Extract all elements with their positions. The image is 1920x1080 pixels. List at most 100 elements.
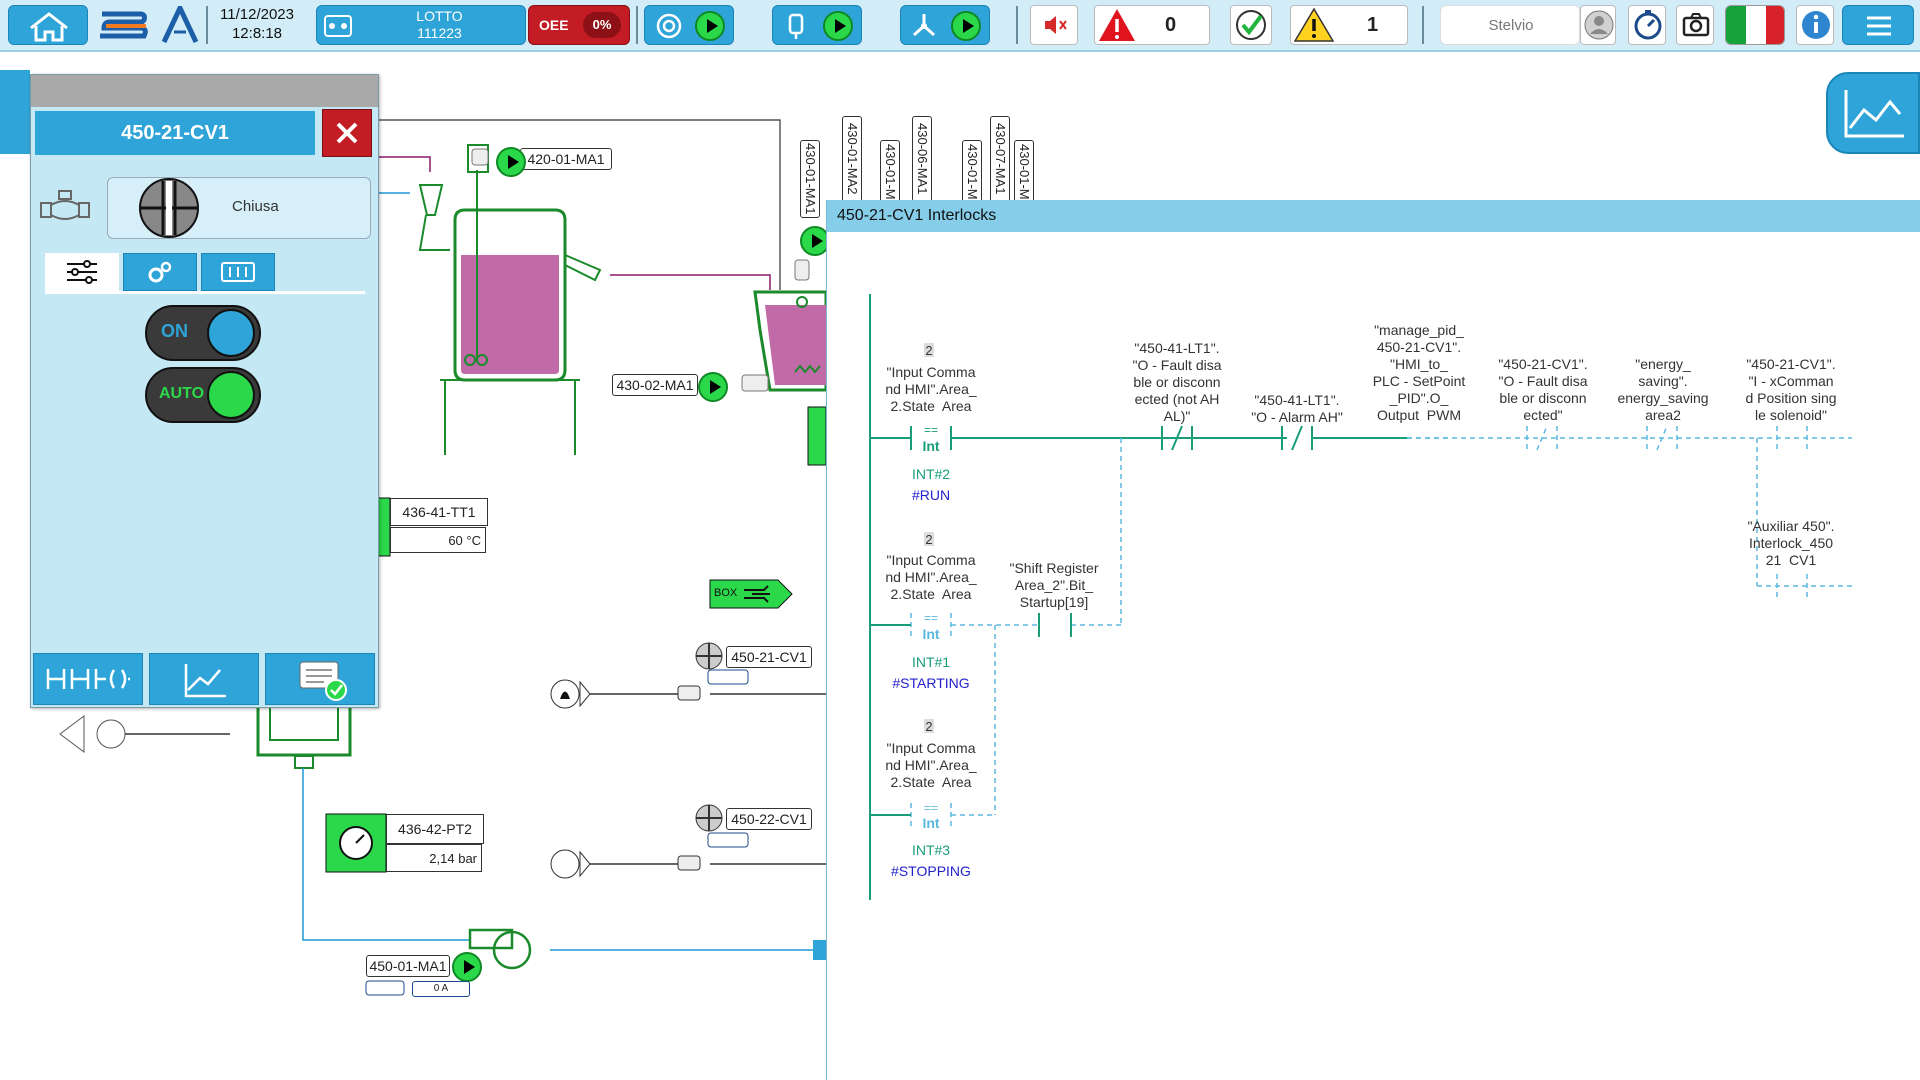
rung2-int-label: INT#1 <box>911 654 951 670</box>
faceplate-header <box>31 75 378 107</box>
toolbar-separator <box>1016 6 1018 44</box>
rung1-constant: 2 <box>925 343 933 358</box>
vertical-tag[interactable]: 430-01-MA1 <box>800 140 820 218</box>
acknowledge-button[interactable] <box>1230 5 1272 45</box>
vertical-tag[interactable]: 430-01-M <box>962 140 982 204</box>
sliders-icon <box>67 260 97 284</box>
oee-value: 0% <box>583 12 621 38</box>
italy-flag-icon <box>1726 6 1784 44</box>
vertical-tag[interactable]: 430-06-MA1 <box>912 116 932 202</box>
rung2-constant: 2 <box>925 532 933 547</box>
auto-toggle[interactable]: AUTO <box>145 367 261 423</box>
rung2-operator: == <box>923 611 938 625</box>
rung3-operator: == <box>923 801 938 815</box>
cycle-control-button[interactable] <box>644 5 734 45</box>
alarm-count: 0 <box>1165 14 1177 36</box>
contact-auxiliar-interlock: "Auxiliar 450". Interlock_450 21 CV1 <box>1747 518 1835 568</box>
on-label: ON <box>161 321 188 341</box>
user-field[interactable]: Stelvio <box>1440 5 1580 45</box>
tab-divider <box>45 291 365 294</box>
trend-chart-icon <box>184 664 226 698</box>
alarms-button[interactable]: 0 <box>1094 5 1210 45</box>
rung2-type: Int <box>922 626 940 642</box>
vertical-tag[interactable]: 430-01-M <box>1014 140 1034 204</box>
valve-tag-22[interactable]: 450-22-CV1 <box>726 808 812 830</box>
main-menu-button[interactable] <box>1842 5 1914 45</box>
camera-icon <box>1682 13 1710 37</box>
acknowledge-messages-button[interactable] <box>265 653 375 705</box>
oee-button[interactable]: OEE 0% <box>528 5 630 45</box>
interlocks-panel: 450-21-CV1 Interlocks 2 "Input Comma nd … <box>826 200 1920 1080</box>
counter-icon <box>221 262 255 282</box>
tab-configuration[interactable] <box>123 253 197 291</box>
trend-chart-icon <box>1844 90 1904 138</box>
trend-button[interactable] <box>1826 72 1920 154</box>
valve-icon <box>40 190 90 220</box>
oee-label: OEE <box>539 17 569 33</box>
ladder-logic-button[interactable] <box>33 653 143 705</box>
tab-counters[interactable] <box>201 253 275 291</box>
rung2-state-label: #STARTING <box>892 675 970 691</box>
screenshot-button[interactable] <box>1676 5 1714 45</box>
ladder-diagram <box>869 294 1852 900</box>
pressure-value: 2,14 bar <box>386 844 482 872</box>
pump-tag[interactable]: 450-01-MA1 <box>366 955 450 977</box>
rung3-type: Int <box>922 815 940 831</box>
toolbar-separator <box>1422 6 1424 44</box>
tab-settings[interactable] <box>45 253 119 291</box>
pressure-tag[interactable]: 436-42-PT2 <box>386 814 484 844</box>
fan-icon <box>912 14 936 37</box>
motor-430-play-icon[interactable] <box>698 372 728 402</box>
faceplate-title: 450-21-CV1 <box>35 111 315 155</box>
box-label: BOX <box>714 587 738 599</box>
valve-tag-21[interactable]: 450-21-CV1 <box>726 646 812 668</box>
motor-tag-420[interactable]: 420-01-MA1 <box>520 148 612 170</box>
warnings-button[interactable]: 1 <box>1290 5 1408 45</box>
vertical-tag[interactable]: 430-01-M <box>880 140 900 204</box>
temperature-tag[interactable]: 436-41-TT1 <box>390 498 488 526</box>
interlocks-title: 450-21-CV1 Interlocks <box>827 200 1920 232</box>
rung1-type: Int <box>922 438 940 454</box>
close-button[interactable] <box>322 109 372 157</box>
user-name: Stelvio <box>1488 17 1534 34</box>
rung3-int-label: INT#3 <box>911 842 951 858</box>
play-icon <box>823 11 853 41</box>
timer-button[interactable] <box>1628 5 1666 45</box>
user-logout-button[interactable] <box>1580 5 1616 45</box>
on-toggle[interactable]: ON <box>145 305 261 361</box>
close-icon <box>336 122 358 144</box>
dosing-icon <box>788 13 804 39</box>
ladder-contact-icon <box>46 669 130 689</box>
vertical-tag[interactable]: 430-01-MA2 <box>842 116 862 202</box>
pump-current: 0 A <box>412 981 470 997</box>
shift-register-contact: "Shift Register Area_2".Bit_ Startup[19] <box>1009 560 1099 610</box>
speaker-muted-icon <box>1045 16 1067 34</box>
auto-toggle-knob <box>207 371 255 419</box>
check-shield-icon <box>1236 10 1266 40</box>
motor-420-play-icon[interactable] <box>496 147 526 177</box>
play-icon <box>951 11 981 41</box>
rung3-constant: 2 <box>925 719 933 734</box>
trend-view-button[interactable] <box>149 653 259 705</box>
lotto-label: LOTTO <box>416 8 463 24</box>
contact-command-position: "450-21-CV1". "I - xComman d Position si… <box>1745 356 1837 423</box>
language-button[interactable] <box>1725 5 1785 45</box>
home-icon <box>30 12 68 42</box>
mixer-control-button[interactable] <box>900 5 990 45</box>
conveyor-icon <box>744 585 770 603</box>
datetime-display: 11/12/2023 12:8:18 <box>212 5 302 43</box>
pump-play-icon[interactable] <box>452 952 482 982</box>
mute-button[interactable] <box>1030 5 1078 45</box>
home-button[interactable] <box>8 5 88 45</box>
dosing-control-button[interactable] <box>772 5 862 45</box>
motor-tag-430-02[interactable]: 430-02-MA1 <box>612 374 698 396</box>
toolbar-separator <box>636 6 638 44</box>
vertical-tag[interactable]: 430-07-MA1 <box>990 116 1010 202</box>
info-button[interactable] <box>1796 5 1834 45</box>
contact-energy-saving: "energy_ saving". energy_saving area2 <box>1617 356 1709 423</box>
time-text: 12:8:18 <box>231 25 283 42</box>
temperature-value: 60 °C <box>390 527 486 553</box>
lotto-button[interactable]: LOTTO 111223 <box>316 5 526 45</box>
rung3-state-label: #STOPPING <box>891 863 971 879</box>
process-diagram <box>0 70 828 996</box>
